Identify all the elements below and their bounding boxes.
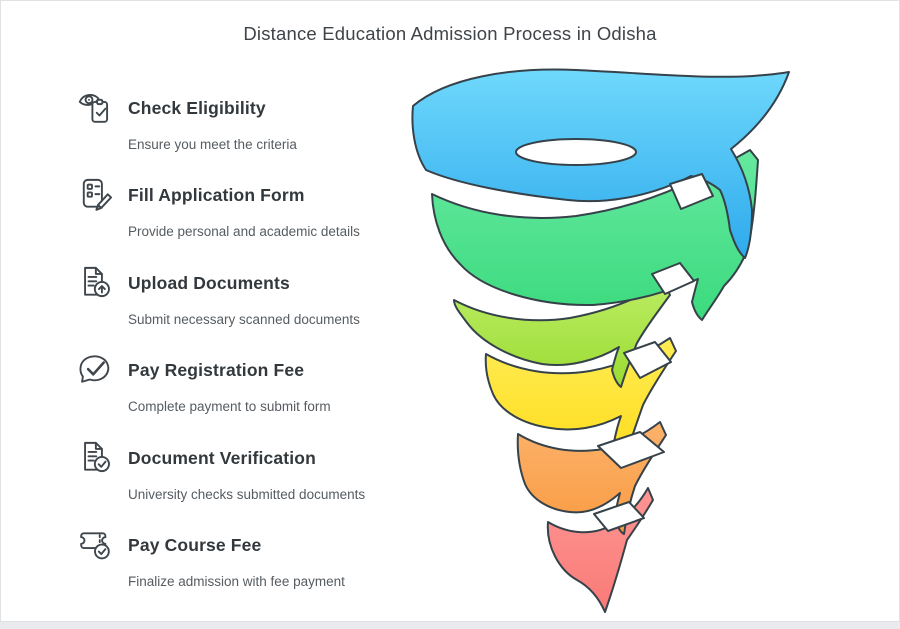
step-check-eligibility: Check Eligibility Ensure you meet the cr… xyxy=(76,89,297,152)
step-pay-course-fee: Pay Course Fee Finalize admission with f… xyxy=(76,526,345,589)
step-description: Complete payment to submit form xyxy=(128,399,331,414)
funnel-band-check-eligibility xyxy=(411,68,790,259)
step-description: University checks submitted documents xyxy=(128,487,366,502)
funnel-band-upload-documents xyxy=(453,281,671,388)
step-description: Submit necessary scanned documents xyxy=(128,312,360,327)
step-description: Provide personal and academic details xyxy=(128,224,360,239)
ticket-check-icon xyxy=(76,526,114,564)
funnel-gap xyxy=(651,262,695,295)
step-description: Finalize admission with fee payment xyxy=(128,574,345,589)
funnel-gap xyxy=(597,431,665,469)
step-title: Check Eligibility xyxy=(128,97,266,118)
bottom-border-strip xyxy=(0,621,900,629)
step-upload-documents: Upload Documents Submit necessary scanne… xyxy=(76,264,360,327)
steps-list: Check Eligibility Ensure you meet the cr… xyxy=(0,0,420,629)
step-title: Document Verification xyxy=(128,447,316,468)
step-document-verification: Document Verification University checks … xyxy=(76,439,365,502)
funnel-gap xyxy=(669,173,714,210)
funnel-gap xyxy=(623,341,672,379)
step-title: Upload Documents xyxy=(128,272,290,293)
document-upload-icon xyxy=(76,264,114,302)
eligibility-eye-clipboard-icon xyxy=(76,89,114,127)
application-form-pencil-icon xyxy=(76,176,114,214)
chat-check-icon xyxy=(76,351,114,389)
step-description: Ensure you meet the criteria xyxy=(128,137,297,152)
funnel-graphic xyxy=(411,68,790,613)
page-title: Distance Education Admission Process in … xyxy=(243,23,657,44)
step-fill-application-form: Fill Application Form Provide personal a… xyxy=(76,176,360,239)
step-title: Fill Application Form xyxy=(128,184,305,205)
step-title: Pay Registration Fee xyxy=(128,359,305,380)
step-title: Pay Course Fee xyxy=(128,534,262,555)
document-check-icon xyxy=(76,439,114,477)
funnel-gap xyxy=(593,501,645,532)
step-pay-registration-fee: Pay Registration Fee Complete payment to… xyxy=(76,351,331,414)
